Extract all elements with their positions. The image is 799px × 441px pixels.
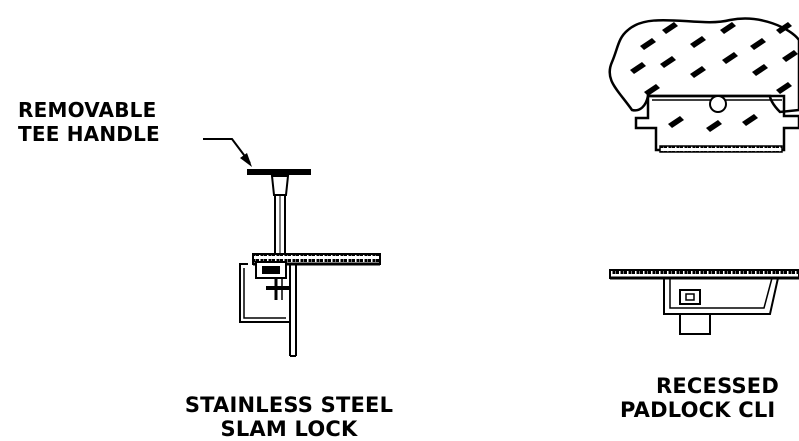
- padlock-clip-section-view: [609, 269, 799, 335]
- section-recess: [663, 277, 779, 315]
- tee-handle-callout: REMOVABLE TEE HANDLE: [18, 98, 160, 146]
- tee-handle-callout-line2: TEE HANDLE: [18, 122, 160, 146]
- slam-lock-housing: [239, 261, 297, 357]
- slam-lock-drawing: [203, 138, 381, 357]
- tee-handle-hub: [270, 175, 290, 196]
- section-clip-foot: [679, 313, 711, 335]
- padlock-caption-line1: RECESSED: [656, 374, 779, 398]
- slam-lock-caption-line2: SLAM LOCK: [220, 417, 358, 441]
- padlock-caption-line2: PADLOCK CLI: [620, 398, 776, 422]
- tread-diamonds: [630, 22, 798, 132]
- padlock-clip-plan-view: [608, 17, 799, 153]
- padlock-recess: [634, 94, 799, 152]
- tee-handle-bar: [247, 169, 311, 175]
- slam-lock-caption: STAINLESS STEEL SLAM LOCK: [176, 393, 402, 441]
- padlock-caption: RECESSED PADLOCK CLI: [620, 374, 799, 422]
- tee-handle-callout-line1: REMOVABLE: [18, 98, 157, 122]
- padlock-hole: [709, 95, 727, 113]
- slam-lock-caption-line1: STAINLESS STEEL: [184, 393, 394, 417]
- tee-handle-leader: [203, 138, 252, 167]
